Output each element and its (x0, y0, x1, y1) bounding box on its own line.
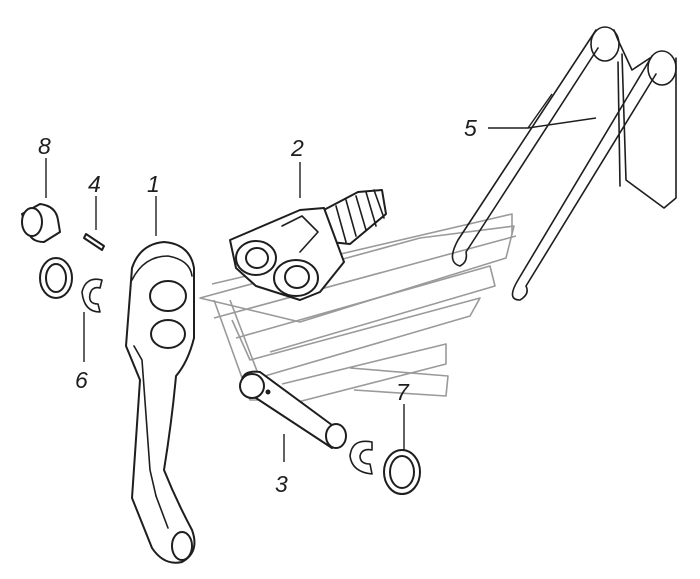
circlip-part-6-right (349, 440, 373, 475)
washer-part-7-left (39, 257, 73, 299)
callout-6: 6 (75, 367, 88, 393)
callout-3: 3 (275, 471, 288, 497)
callout-7: 7 (396, 379, 410, 405)
circlip-part-6-left (81, 278, 103, 313)
washer-part-7-right (383, 449, 421, 495)
leader-5c (527, 117, 597, 129)
bushing-part-8 (21, 203, 61, 243)
spring-wire-part-5 (451, 26, 677, 301)
callout-4: 4 (88, 171, 101, 197)
cotter-pin-part-4 (83, 233, 105, 251)
callout-labels: 1 2 3 4 5 6 7 8 (38, 115, 477, 497)
leader-lines (45, 93, 597, 462)
lever-part-1 (125, 241, 196, 564)
callout-2: 2 (290, 135, 304, 161)
callout-1: 1 (147, 171, 160, 197)
leader-5b (527, 93, 553, 129)
callout-5: 5 (464, 115, 477, 141)
pin-part-3 (239, 370, 347, 449)
fork-part-2 (229, 189, 387, 301)
callout-8: 8 (38, 133, 51, 159)
